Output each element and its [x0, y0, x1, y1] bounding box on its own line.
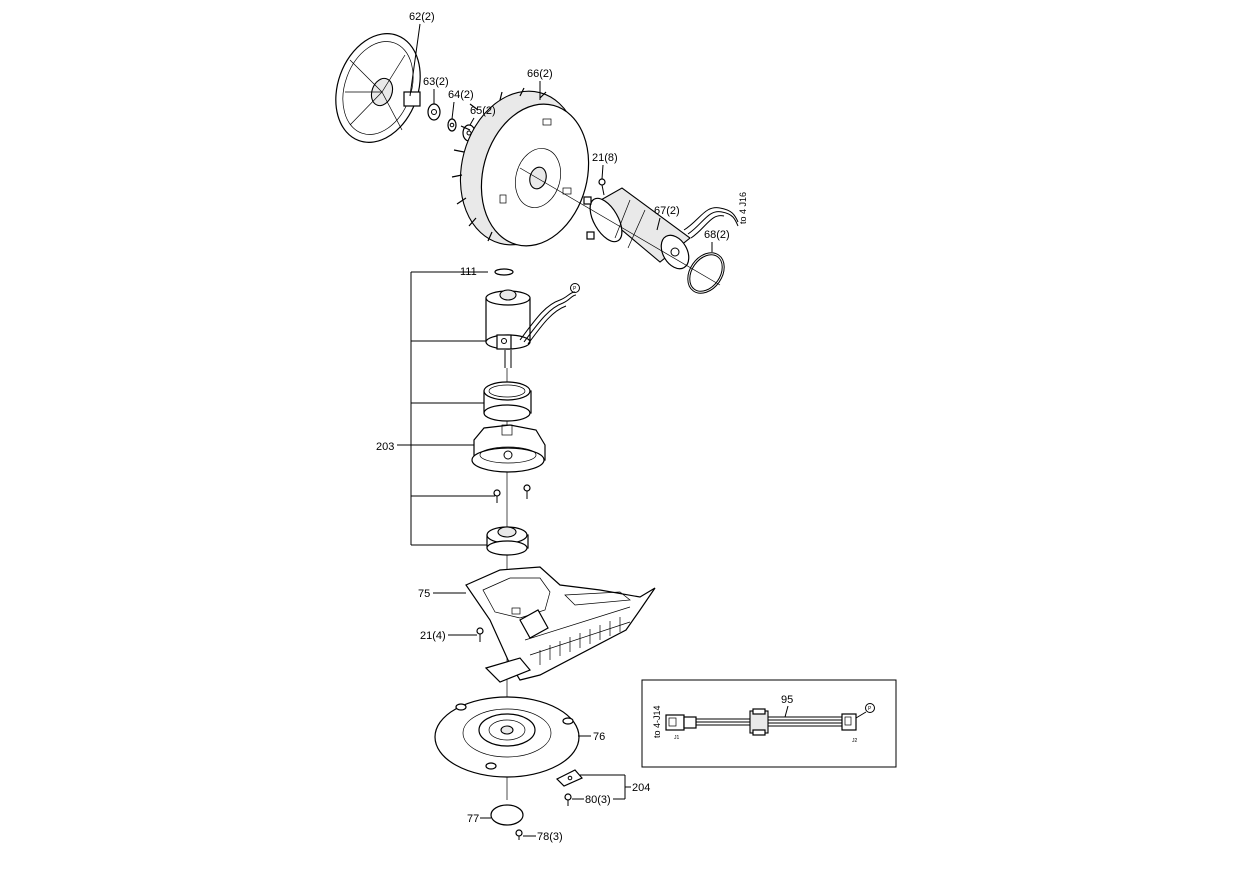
- p-marker-cable: P: [868, 706, 872, 712]
- part-67-wheel-motor: [583, 187, 691, 270]
- label-21-upper: 21(8): [592, 152, 618, 164]
- label-203: 203: [376, 441, 394, 453]
- label-80: 80(3): [585, 794, 611, 806]
- motor-cable: [683, 207, 739, 239]
- label-68: 68(2): [704, 229, 730, 241]
- part-75-chassis-plate: [465, 566, 656, 683]
- part-68-o-ring: [687, 252, 725, 294]
- label-77: 77: [467, 813, 479, 825]
- plug-j2-label: J2: [852, 738, 858, 744]
- part-66-wheel: [451, 87, 590, 247]
- motor-housing: [471, 424, 546, 473]
- part-63-nut: [427, 103, 441, 121]
- bracket-203: [397, 271, 495, 546]
- cutting-motor: [485, 289, 577, 368]
- label-21-lower: 21(4): [420, 630, 446, 642]
- svg-text:P: P: [573, 286, 577, 292]
- housing-screws: [493, 484, 531, 503]
- motor-ring-cup: [483, 381, 532, 422]
- part-64-washer: [447, 118, 457, 132]
- label-66: 66(2): [527, 68, 553, 80]
- part-78-screw: [515, 829, 523, 840]
- label-75: 75: [418, 588, 430, 600]
- part-77-cap: [490, 804, 524, 826]
- part-21-screw-lower: [476, 627, 484, 642]
- label-63: 63(2): [423, 76, 449, 88]
- part-80-screw: [564, 793, 572, 806]
- part-62-hub-cover: [335, 33, 421, 143]
- label-65: 65(2): [470, 105, 496, 117]
- motor-connector-label: to 4 J16: [738, 192, 748, 224]
- label-111: 111: [460, 266, 477, 278]
- wheel-axle-line: [519, 167, 721, 286]
- label-76: 76: [593, 731, 605, 743]
- part-76-cutting-disc: [434, 696, 580, 778]
- cable-95-inset: to 4-J14 J1 J2 P 95: [641, 679, 897, 768]
- label-95: 95: [781, 694, 793, 706]
- part-21-screw-upper: [598, 178, 606, 196]
- cutting-hub: [486, 526, 529, 556]
- part-204-blade: [555, 769, 583, 787]
- label-67: 67(2): [654, 205, 680, 217]
- p-marker-motor: P: [570, 283, 580, 293]
- plug-j1-label: J1: [674, 735, 680, 741]
- label-62: 62(2): [409, 11, 435, 23]
- label-64: 64(2): [448, 89, 474, 101]
- part-111-clip: [494, 268, 514, 276]
- label-204: 204: [632, 782, 650, 794]
- label-78: 78(3): [537, 831, 563, 843]
- cable-connector-label: to 4-J14: [652, 705, 662, 738]
